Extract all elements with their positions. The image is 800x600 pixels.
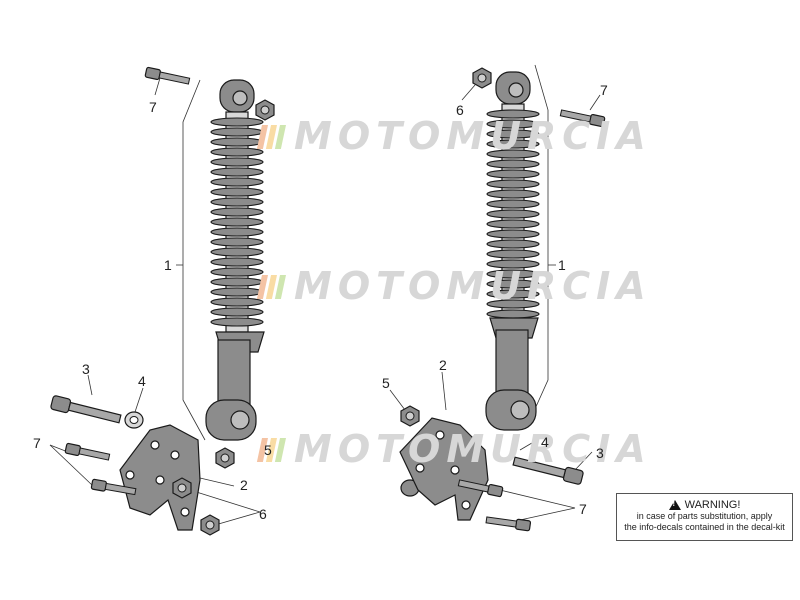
left-top-bolt bbox=[144, 66, 191, 87]
warning-title-row: WARNING! bbox=[617, 499, 792, 511]
callout-left-washer: 4 bbox=[138, 373, 146, 389]
spring-coil bbox=[210, 117, 264, 127]
spring-coil bbox=[210, 317, 264, 327]
callout-left-bracket: 2 bbox=[240, 477, 248, 493]
spring-coil bbox=[486, 109, 540, 119]
spring-coil bbox=[486, 269, 540, 279]
spring-coil bbox=[486, 139, 540, 149]
callout-left-short-bolts: 7 bbox=[33, 435, 41, 451]
callout-right-bracket: 2 bbox=[439, 357, 447, 373]
spring-coil bbox=[210, 287, 264, 297]
warning-title: WARNING! bbox=[684, 499, 741, 511]
left-top-nut bbox=[255, 99, 275, 121]
callout-left-nut-bottom: 6 bbox=[259, 506, 267, 522]
left-long-bolt bbox=[50, 395, 122, 424]
spring-coil bbox=[210, 157, 264, 167]
watermark: MOTOMURCIA MOTOMURCIA MOTOMURCIA bbox=[256, 114, 652, 471]
spring-coil bbox=[210, 177, 264, 187]
spring-coil bbox=[210, 297, 264, 307]
spring-coil bbox=[210, 167, 264, 177]
spring-coil bbox=[210, 247, 264, 257]
right-shock-absorber bbox=[485, 71, 540, 431]
callout-right-top-nut: 6 bbox=[456, 102, 464, 118]
spring-coil bbox=[210, 277, 264, 287]
warning-line-1: in case of parts substitution, apply bbox=[636, 511, 773, 521]
spring-coil bbox=[210, 147, 264, 157]
callout-left-shock: 1 bbox=[164, 257, 172, 273]
spring-coil bbox=[210, 217, 264, 227]
spring-coil bbox=[486, 119, 540, 129]
left-short-bolt-a bbox=[64, 442, 111, 463]
watermark-text-bottom: MOTOMURCIA bbox=[294, 427, 652, 471]
watermark-text-middle: MOTOMURCIA bbox=[294, 264, 652, 308]
callout-labels: 1 1 7 7 6 3 4 5 2 6 7 2 5 4 3 7 bbox=[33, 82, 608, 522]
left-nut-3 bbox=[200, 514, 220, 536]
spring-coil bbox=[210, 237, 264, 247]
leader-lines bbox=[49, 64, 601, 526]
spring-coil bbox=[210, 307, 264, 317]
spring-coil bbox=[210, 137, 264, 147]
callout-right-short-bolts: 7 bbox=[579, 501, 587, 517]
callout-right-long-bolt: 3 bbox=[596, 445, 604, 461]
right-washer-top bbox=[400, 405, 420, 427]
spring-coil bbox=[210, 227, 264, 237]
callout-right-shock: 1 bbox=[558, 257, 566, 273]
callout-right-top-bolt: 7 bbox=[600, 82, 608, 98]
spring-coil bbox=[486, 249, 540, 259]
right-short-bolt-b bbox=[485, 514, 532, 532]
spring-coil bbox=[210, 187, 264, 197]
right-long-bolt bbox=[512, 456, 584, 485]
callout-left-long-bolt: 3 bbox=[82, 361, 90, 377]
spring-coil bbox=[486, 179, 540, 189]
spring-coil bbox=[486, 149, 540, 159]
left-nut-2 bbox=[172, 477, 192, 499]
spring-coil bbox=[486, 209, 540, 219]
spring-coil bbox=[210, 127, 264, 137]
spring-coil bbox=[486, 219, 540, 229]
spring-coil bbox=[486, 189, 540, 199]
warning-notice: WARNING! in case of parts substitution, … bbox=[616, 493, 793, 541]
warning-triangle-icon bbox=[668, 500, 681, 510]
left-spring-coils bbox=[210, 117, 264, 327]
left-washer bbox=[124, 411, 144, 429]
spring-coil bbox=[486, 169, 540, 179]
callout-left-nut-top: 5 bbox=[264, 442, 272, 458]
spring-coil bbox=[486, 279, 540, 289]
callout-left-top-bolt: 7 bbox=[149, 99, 157, 115]
spring-coil bbox=[210, 267, 264, 277]
right-spring-coils bbox=[486, 109, 540, 319]
left-nut-1 bbox=[215, 447, 235, 469]
spring-coil bbox=[486, 289, 540, 299]
left-bracket bbox=[119, 424, 201, 531]
spring-coil bbox=[486, 199, 540, 209]
callout-right-nut-top: 5 bbox=[382, 375, 390, 391]
spring-coil bbox=[486, 239, 540, 249]
spring-coil bbox=[486, 159, 540, 169]
spring-coil bbox=[486, 309, 540, 319]
right-bracket bbox=[399, 417, 489, 521]
warning-line-2: the info-decals contained in the decal-k… bbox=[624, 522, 785, 532]
spring-coil bbox=[210, 197, 264, 207]
spring-coil bbox=[210, 257, 264, 267]
spring-coil bbox=[210, 207, 264, 217]
right-top-nut bbox=[472, 67, 492, 89]
spring-coil bbox=[486, 129, 540, 139]
spring-coil bbox=[486, 259, 540, 269]
spring-coil bbox=[486, 229, 540, 239]
left-shock-absorber bbox=[205, 79, 265, 441]
callout-right-washer: 4 bbox=[541, 434, 549, 450]
spring-coil bbox=[486, 299, 540, 309]
watermark-text-top: MOTOMURCIA bbox=[294, 114, 652, 158]
